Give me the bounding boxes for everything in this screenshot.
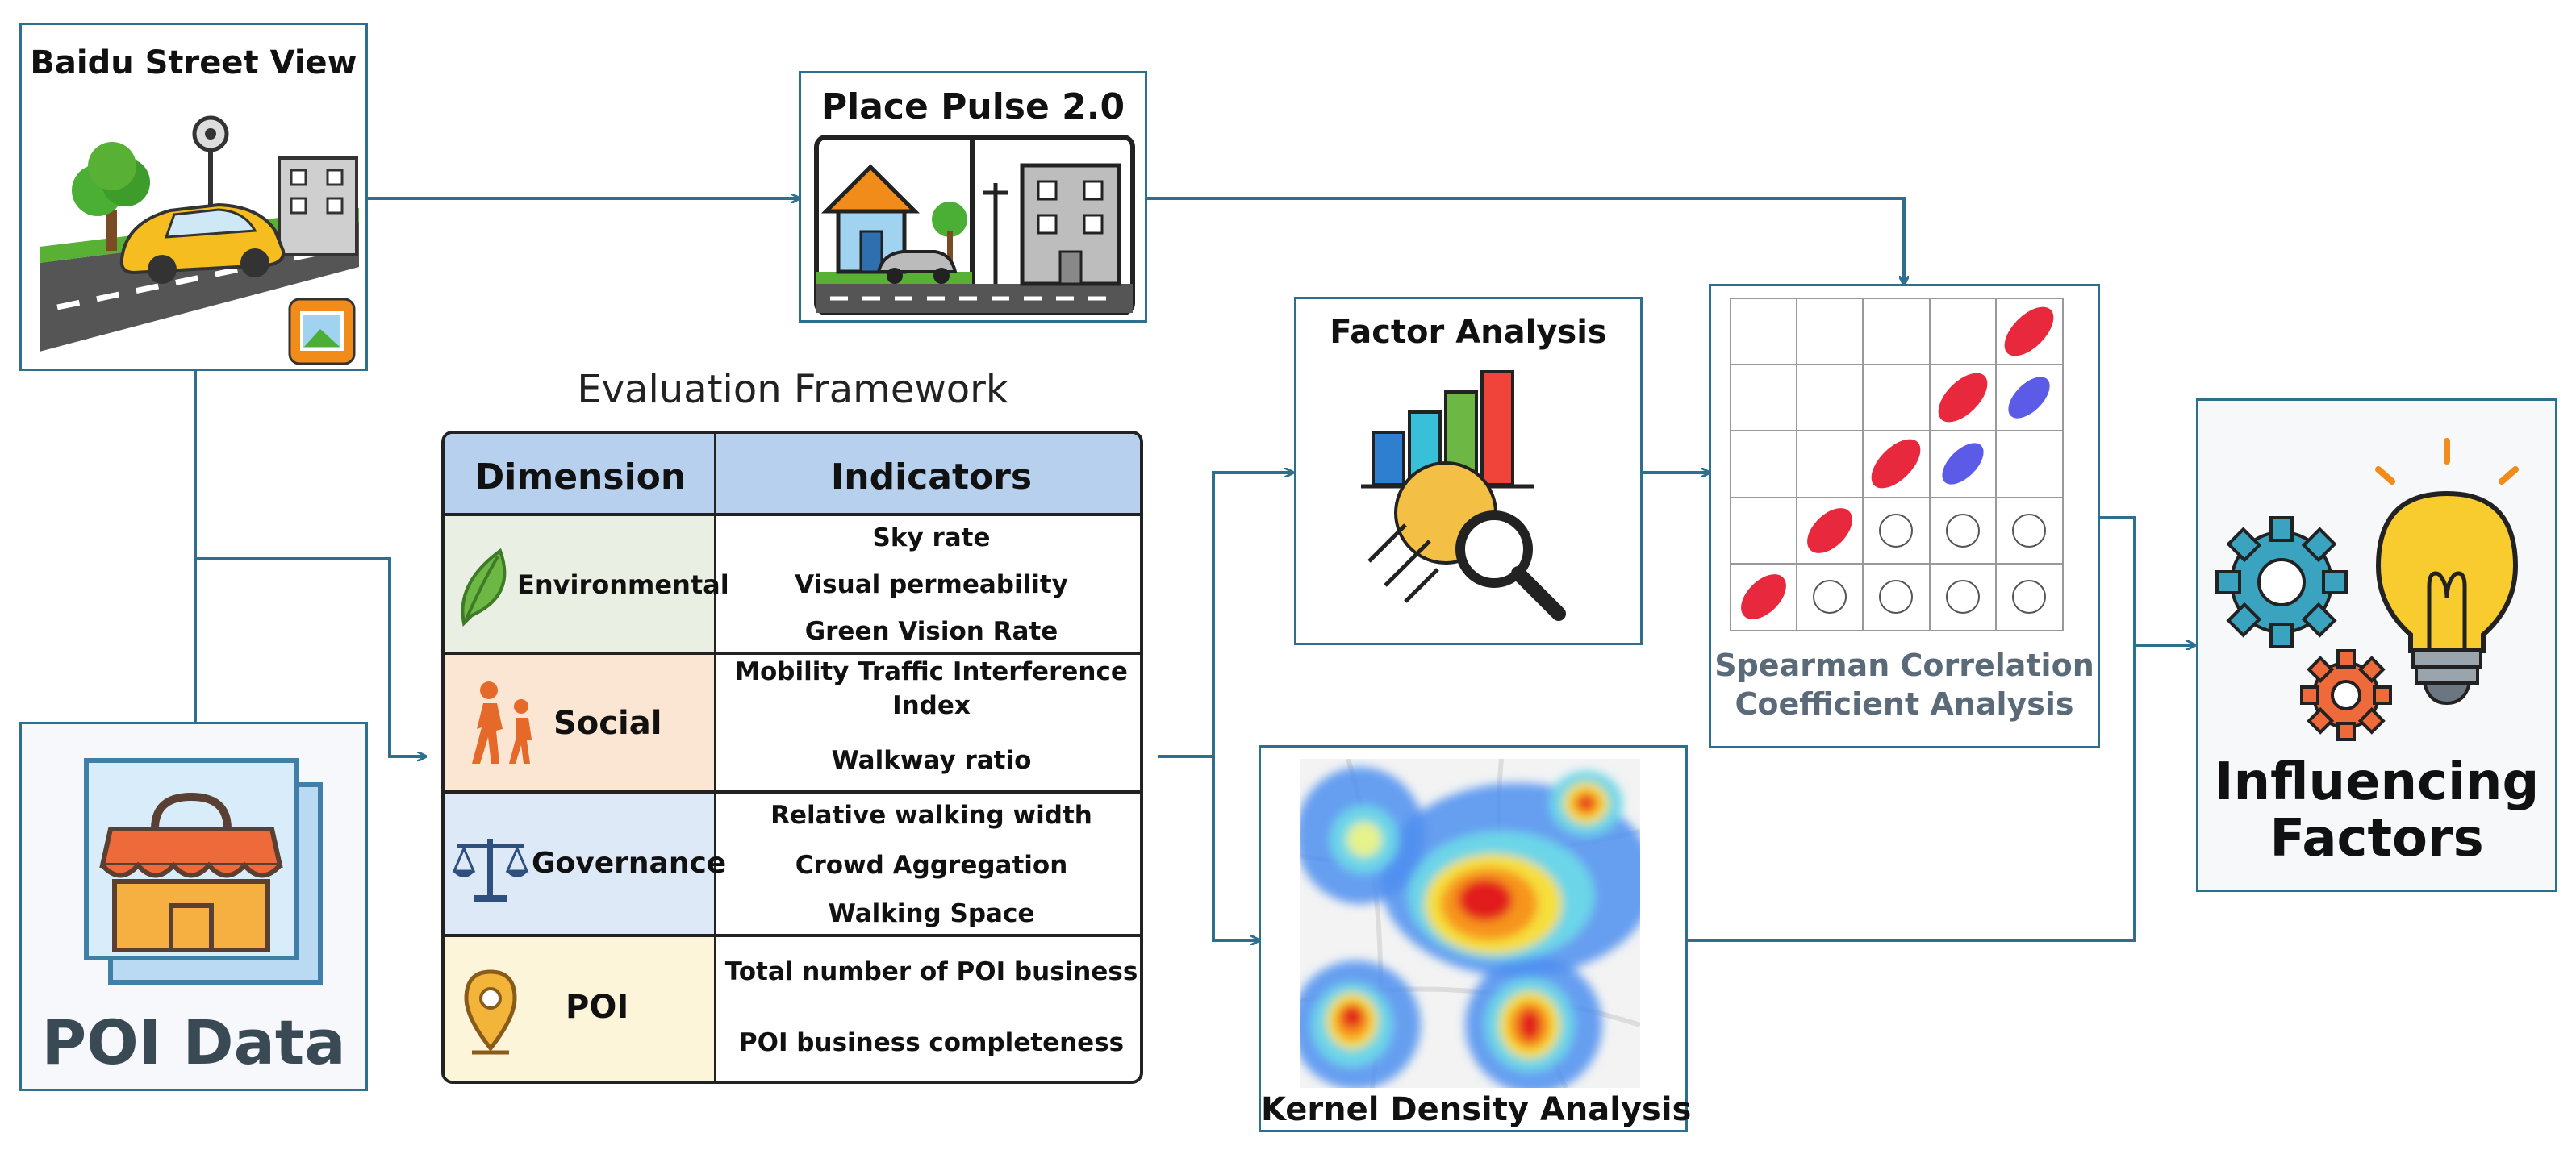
spearman-node: Spearman Correlation Coefficient Analysi… xyxy=(1709,284,2100,748)
influencing-title-line2: Factors xyxy=(2269,809,2484,869)
dimension-governance: Governance xyxy=(532,847,727,880)
indicator-poi-business-completeness: POI business completeness xyxy=(738,1028,1125,1057)
factor-analysis-node: Factor Analysis xyxy=(1294,297,1643,645)
indicators-governance: Relative walking width Crowd Aggregation… xyxy=(716,794,1140,937)
arrow-framework-to-factor xyxy=(1158,473,1292,758)
framework-title: Evaluation Framework xyxy=(577,367,1008,412)
header-row xyxy=(445,434,1140,516)
shop-icon xyxy=(84,758,323,985)
dimension-cell-governance: Governance xyxy=(445,794,726,937)
leaf-icon xyxy=(461,548,507,627)
spearman-title-line2: Coefficient Analysis xyxy=(1735,686,2074,722)
indicators-social: Mobility Traffic Interference Index Walk… xyxy=(716,655,1140,794)
indicator-total-number-of-poi-business: Total number of POI business xyxy=(724,957,1138,986)
scales-icon xyxy=(452,839,529,902)
evaluation-framework-table: Dimension Indicators Environmental Sky r… xyxy=(441,431,1143,1084)
indicator-relative-walking-width: Relative walking width xyxy=(770,801,1092,830)
indicator-visual-permeability: Visual permeability xyxy=(795,570,1068,599)
heatmap-image xyxy=(1300,759,1640,1088)
factor-analysis-title: Factor Analysis xyxy=(1330,314,1607,351)
indicator-sky-rate: Sky rate xyxy=(872,523,991,552)
poi-data-title: POI Data xyxy=(41,1006,346,1078)
arrow-framework-to-kernel xyxy=(1212,756,1259,940)
street-scene-icon xyxy=(40,115,359,365)
baidu-title: Baidu Street View xyxy=(30,44,357,81)
house-and-building-icon xyxy=(814,135,1135,315)
spearman-title-line1: Spearman Correlation xyxy=(1714,648,2094,683)
indicator-mobility-traffic-interference: Mobility Traffic Interference xyxy=(735,657,1128,686)
dimension-cell-environmental: Environmental xyxy=(445,516,729,655)
dimension-environmental: Environmental xyxy=(517,569,729,600)
indicator-mobility-traffic-interference-index: Index xyxy=(892,691,971,720)
indicator-green-vision-rate: Green Vision Rate xyxy=(804,617,1058,646)
kernel-density-node: Kernel Density Analysis xyxy=(1259,745,1692,1132)
dimension-cell-poi: POI xyxy=(445,937,714,1081)
header-indicators: Indicators xyxy=(830,456,1033,498)
indicator-walking-space: Walking Space xyxy=(828,899,1035,928)
location-pin-icon xyxy=(464,969,517,1055)
column-divider xyxy=(714,434,716,1081)
kernel-density-title: Kernel Density Analysis xyxy=(1261,1091,1692,1128)
influencing-factors-node: Influencing Factors xyxy=(2196,398,2557,892)
line-spearman-out xyxy=(2098,516,2136,645)
dimension-poi: POI xyxy=(566,989,629,1026)
indicators-poi: Total number of POI business POI busines… xyxy=(716,937,1140,1081)
arrow-placepulse-to-spearman xyxy=(1146,197,1904,284)
pedestrians-icon xyxy=(472,681,532,764)
influencing-title-line1: Influencing xyxy=(2214,752,2540,812)
indicator-crowd-aggregation: Crowd Aggregation xyxy=(795,851,1068,880)
header-dimension: Dimension xyxy=(474,456,687,498)
dimension-cell-social: Social xyxy=(445,655,714,794)
poi-data-node: POI Data xyxy=(19,722,368,1091)
place-pulse-title: Place Pulse 2.0 xyxy=(820,86,1125,127)
indicators-environmental: Sky rate Visual permeability Green Visio… xyxy=(716,516,1140,655)
place-pulse-node: Place Pulse 2.0 xyxy=(799,71,1147,323)
dimension-social: Social xyxy=(553,705,662,742)
correlation-matrix xyxy=(1730,298,2064,631)
arrow-branch-to-framework xyxy=(195,557,425,756)
gears-and-lightbulb-icon xyxy=(2215,438,2519,741)
baidu-street-view-node: Baidu Street View xyxy=(19,23,368,371)
indicator-walkway-ratio: Walkway ratio xyxy=(831,746,1032,775)
bar-chart-magnifier-icon xyxy=(1361,370,1566,621)
line-kernel-out xyxy=(1688,645,2136,942)
